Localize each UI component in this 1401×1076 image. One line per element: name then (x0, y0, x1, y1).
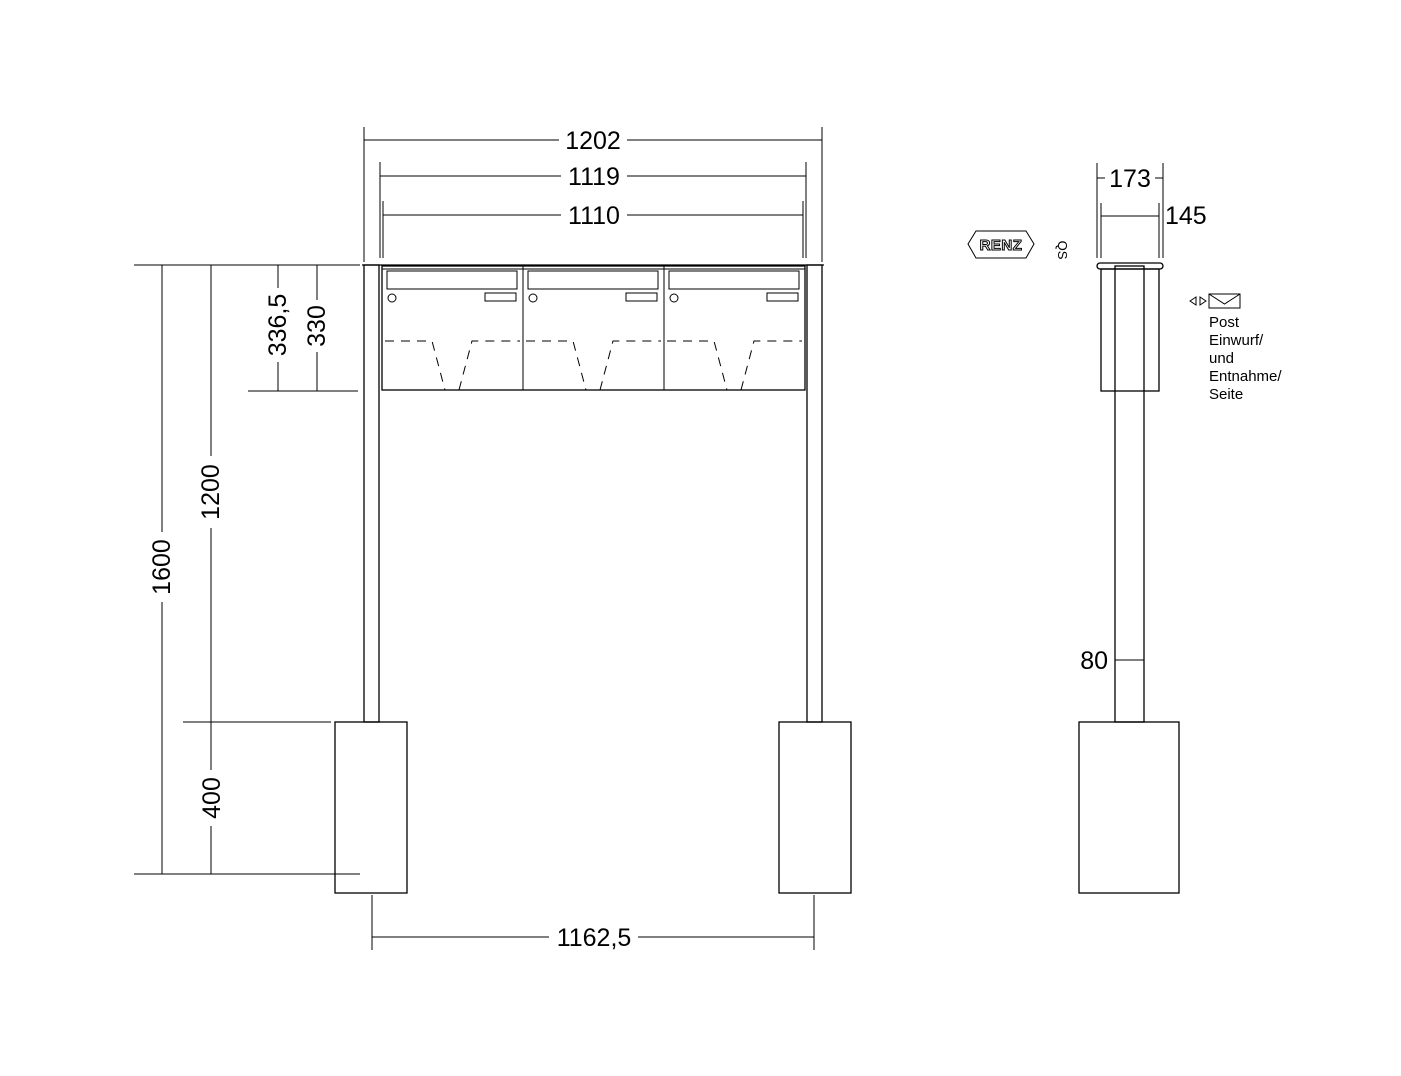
double-arrow-icon (1189, 296, 1207, 306)
left-foot (334, 721, 408, 894)
side-dimensions: 173 145 80 (1080, 163, 1207, 675)
logo-hexagon (967, 230, 1035, 259)
side-foot (1078, 721, 1180, 894)
side-note-line-2: Einwurf/ (1209, 332, 1264, 349)
mailbox-housing (381, 265, 806, 391)
dim-side-depth-inner: 145 (1165, 202, 1207, 230)
hidden-flap-left (667, 340, 728, 391)
side-top-cover (1096, 262, 1164, 270)
logo-brand: RENZ (980, 237, 1023, 254)
side-note: Post Einwurf/ und Entnahme/ Seite (1189, 293, 1282, 403)
right-post (806, 264, 823, 723)
dim-box-height-inner: 330 (303, 305, 331, 347)
front-dimensions: 1202 1119 1110 1600 1200 400 336,5 (134, 127, 823, 952)
side-housing (1100, 268, 1160, 392)
dim-post-height: 1200 (197, 464, 225, 520)
mailbox-unit-3 (667, 270, 802, 391)
hidden-flap-right (599, 340, 661, 391)
dim-post-width: 80 (1080, 647, 1108, 675)
dim-foot-spacing: 1162,5 (557, 924, 632, 952)
right-foot (778, 721, 852, 894)
name-plate (484, 292, 517, 302)
renz-logo: RENZ QS (967, 230, 1070, 260)
front-view (334, 264, 852, 894)
envelope-icon (1208, 293, 1241, 309)
dim-box-height-outer: 336,5 (264, 294, 292, 357)
hidden-flap-right (740, 340, 802, 391)
dim-housing-width: 1119 (568, 163, 620, 191)
mail-slot-flap (527, 270, 659, 290)
dim-side-depth-outer: 173 (1109, 165, 1151, 193)
side-note-line-4: Entnahme/ (1209, 368, 1282, 385)
hidden-flap-left (385, 340, 446, 391)
lock-icon (528, 293, 538, 303)
side-post (1114, 265, 1145, 723)
side-note-line-1: Post (1209, 314, 1240, 331)
logo-qs-mark: QS (1055, 241, 1070, 260)
hidden-flap-right (458, 340, 520, 391)
lock-icon (387, 293, 397, 303)
dim-foot-height: 400 (198, 777, 226, 819)
side-note-line-3: und (1209, 350, 1234, 367)
left-post (363, 264, 380, 723)
dim-total-height: 1600 (148, 539, 176, 595)
name-plate (766, 292, 799, 302)
name-plate (625, 292, 658, 302)
dim-overall-width: 1202 (565, 127, 621, 155)
dim-box-width: 1110 (568, 202, 620, 230)
lock-icon (669, 293, 679, 303)
mailbox-unit-2 (526, 270, 661, 391)
hidden-flap-left (526, 340, 587, 391)
mail-slot-flap (668, 270, 800, 290)
mail-slot-flap (386, 270, 518, 290)
side-view (1078, 262, 1180, 894)
mailbox-unit-1 (385, 270, 520, 391)
side-note-line-5: Seite (1209, 386, 1243, 403)
